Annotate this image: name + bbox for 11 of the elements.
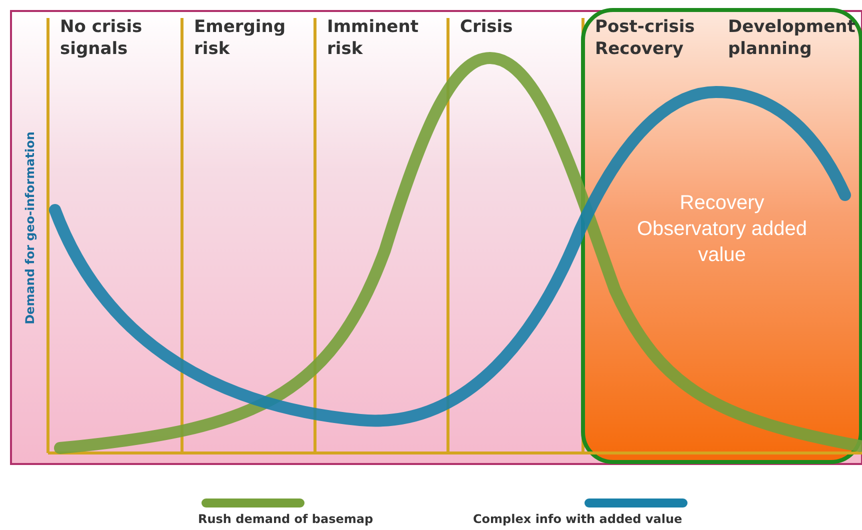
axis-label: Demand for geo-information bbox=[23, 132, 37, 324]
phase-label: Imminent risk bbox=[327, 16, 420, 60]
phase-label: Post-crisis Recovery bbox=[595, 16, 696, 60]
box-text: Recovery Observatory added value bbox=[636, 191, 808, 268]
phase-label: Emerging risk bbox=[194, 16, 287, 60]
legend-text: Rush demand of basemap bbox=[198, 512, 374, 526]
highlight-box bbox=[581, 8, 862, 464]
legend-text: Complex info with added value bbox=[473, 512, 682, 526]
phase-label: No crisis signals bbox=[60, 16, 144, 60]
phase-label: Development planning bbox=[728, 16, 856, 60]
phase-label: Crisis bbox=[460, 16, 514, 38]
